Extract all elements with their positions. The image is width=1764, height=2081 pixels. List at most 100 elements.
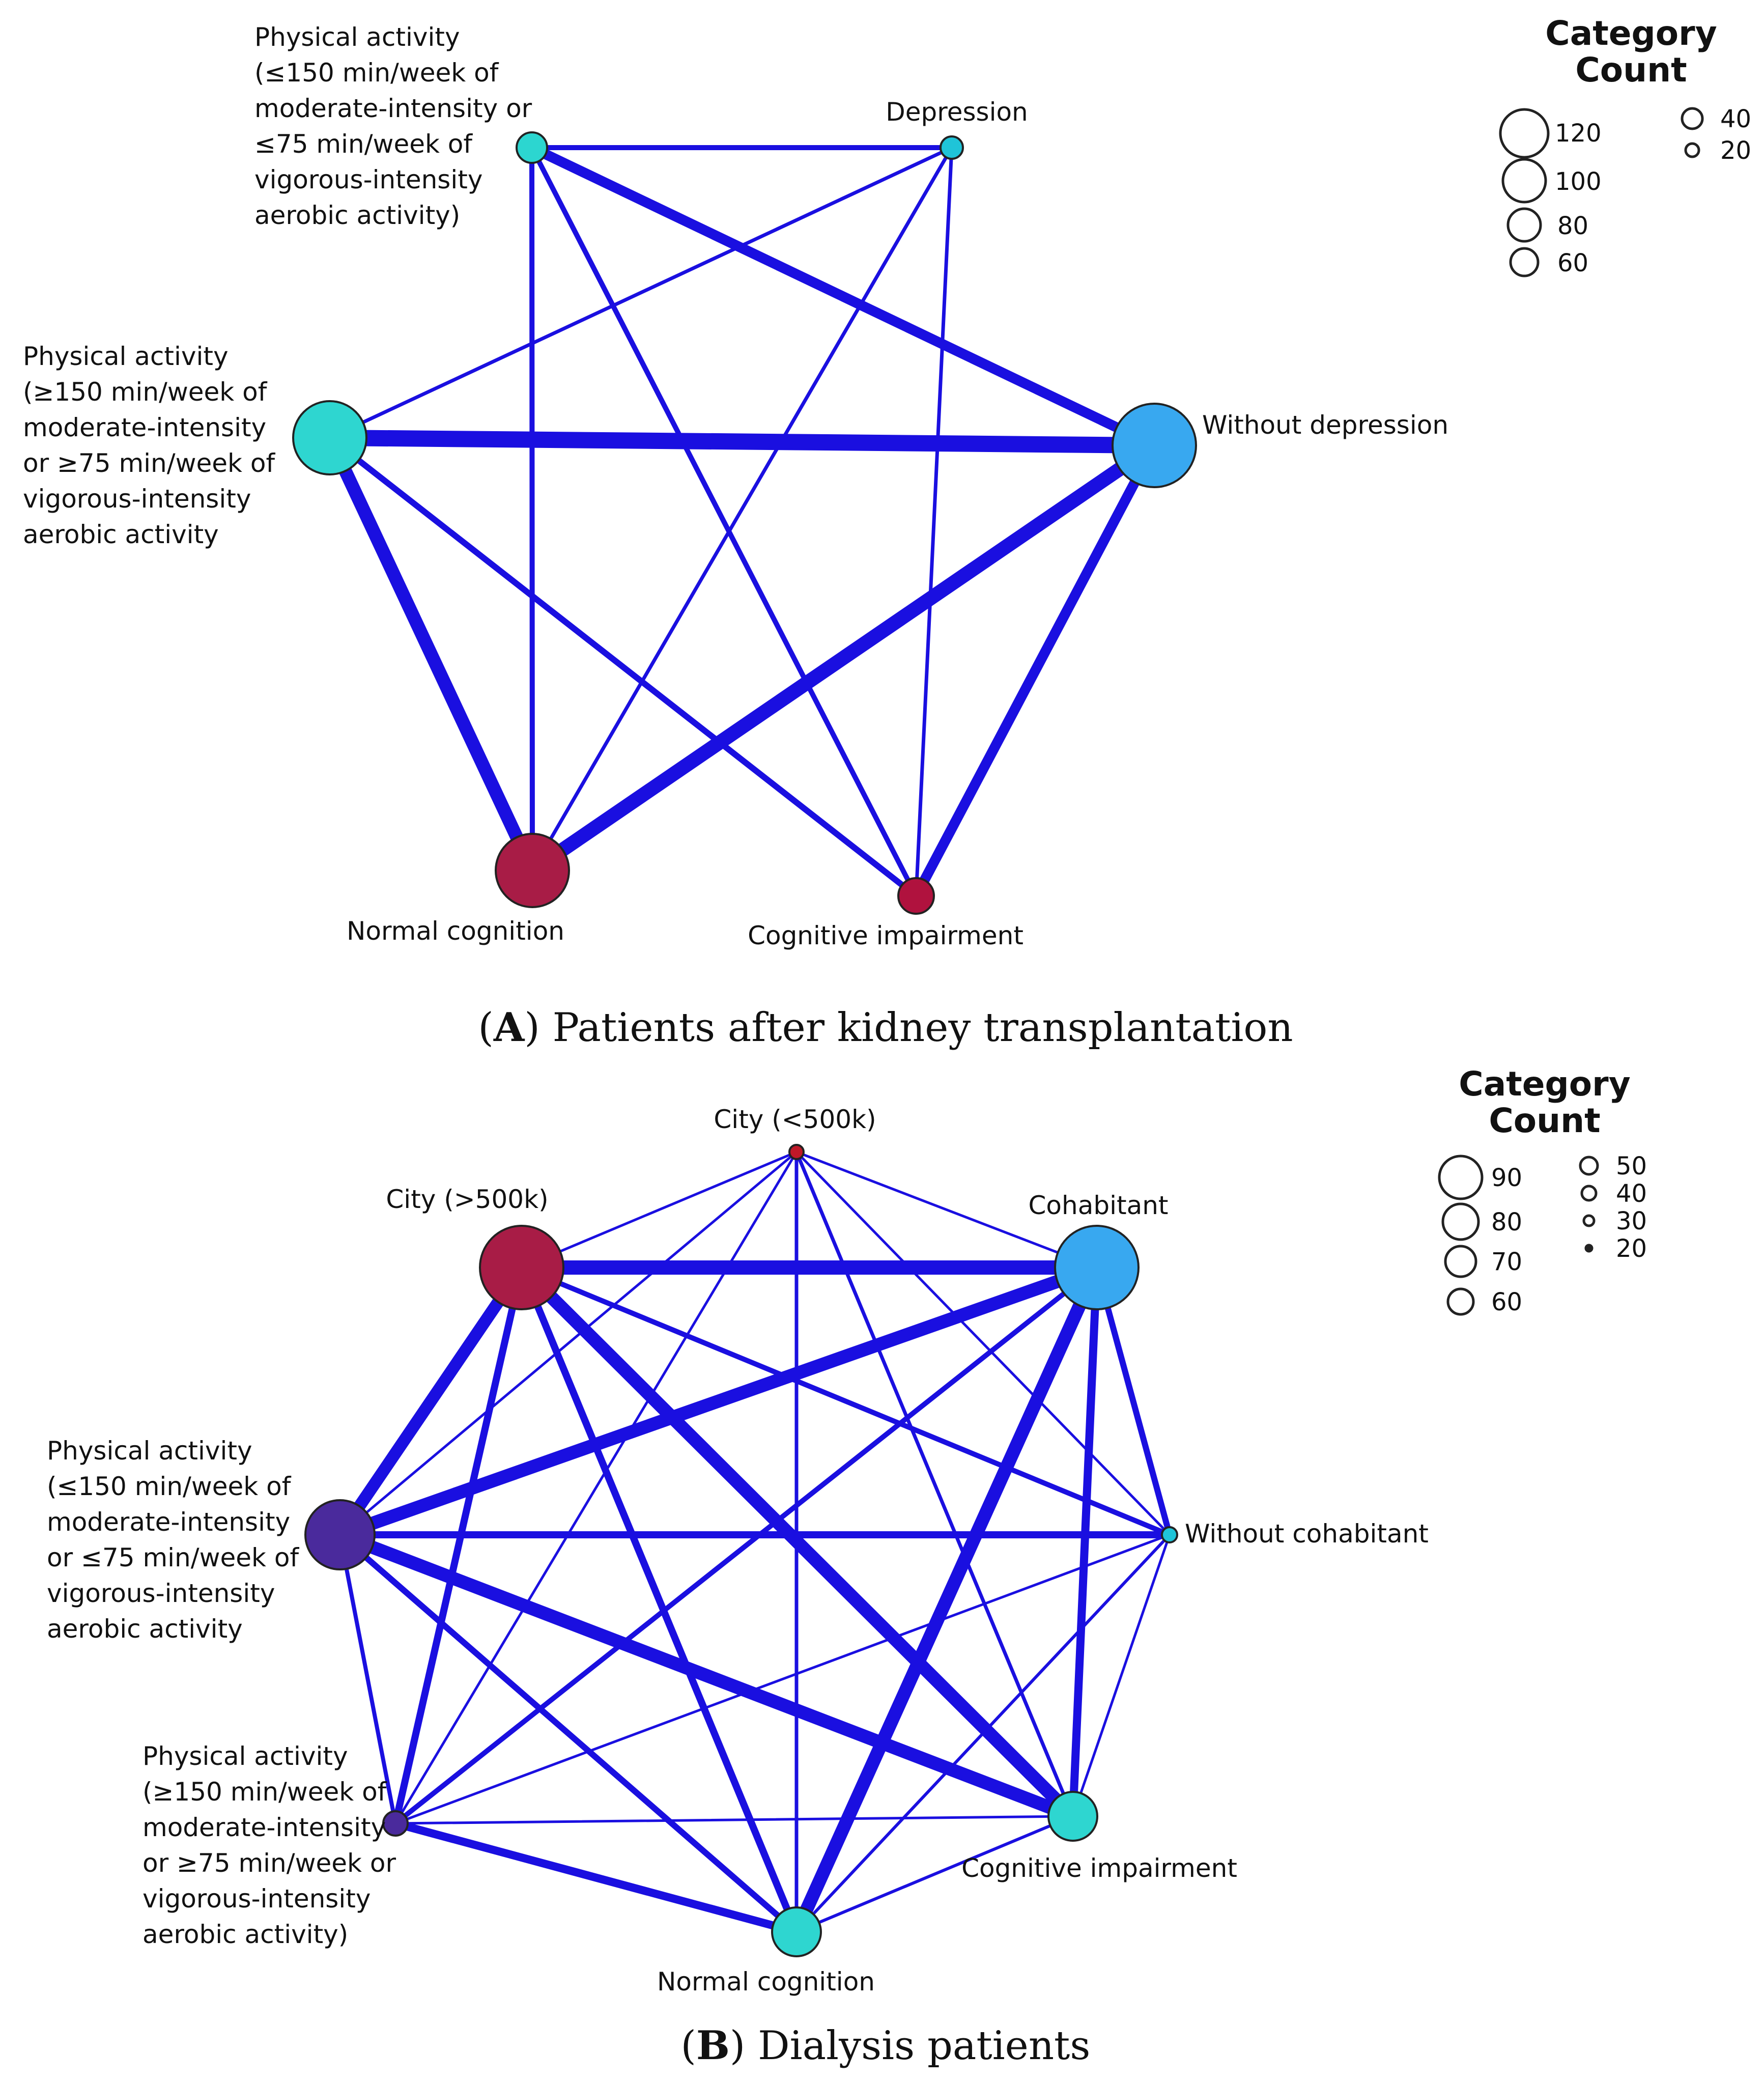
node-label-city_small: City (<500k): [714, 1105, 876, 1134]
edge-depression-cognitive_impairment: [914, 146, 954, 898]
node-label-line: or ≥75 min/week of: [23, 448, 275, 478]
node-label-depression: Depression: [886, 97, 1028, 127]
edge-pa_high-normal_cognition: [391, 1819, 801, 1936]
edge-pa_high-cognitive_impairment: [394, 1815, 1074, 1825]
legend-title: Category: [1545, 14, 1717, 53]
node-cohabitant: [1054, 1225, 1140, 1310]
legend-value: 60: [1557, 249, 1588, 277]
node-label-pa_low: Physical activity (≤150 min/week of modera…: [47, 1436, 299, 1644]
legend-circle: [1441, 1202, 1480, 1241]
legend-value: 120: [1555, 119, 1602, 148]
legend-value: 70: [1491, 1248, 1522, 1276]
legend-value: 30: [1616, 1207, 1647, 1235]
legend-circle: [1681, 107, 1704, 130]
node-pa_high: [382, 1810, 409, 1837]
node-label-line: moderate-intensity: [47, 1507, 290, 1537]
caption-open-paren: (: [681, 2023, 696, 2069]
node-label-line: moderate-intensity: [23, 413, 266, 442]
node-normal_cognition: [495, 833, 570, 908]
node-label-line: Physical activity: [23, 342, 229, 371]
legend-circle: [1582, 1214, 1596, 1227]
edge-depression-pa_high: [328, 146, 954, 440]
edge-pa_high-without_depression: [322, 430, 1162, 454]
panel-a: Physical activity (≤150 min/week of modera…: [23, 14, 1751, 1051]
caption-open-paren: (: [478, 1005, 493, 1051]
caption-text: ) Dialysis patients: [730, 2023, 1091, 2069]
edge-city_big-normal_cognition: [518, 1264, 800, 1935]
node-label-line: vigorous-intensity: [23, 484, 251, 514]
edge-pa_low-pa_high: [338, 1533, 397, 1825]
edge-cohabitant-cognitive_impairment: [1069, 1263, 1101, 1820]
node-label-cohabitant: Cohabitant: [1029, 1191, 1169, 1220]
node-label-line: Physical activity: [143, 1741, 348, 1771]
node-label-line: or ≤75 min/week of: [47, 1543, 299, 1572]
node-pa_low: [516, 131, 548, 164]
legend-circle: [1580, 1185, 1598, 1202]
edge-city_big-pa_low: [334, 1261, 528, 1541]
legend-value: 80: [1491, 1208, 1522, 1236]
node-label-normal_cognition: Normal cognition: [347, 916, 564, 946]
edge-pa_low-without_depression: [527, 143, 1159, 451]
edge-city_small-without_cohabitant: [795, 1150, 1171, 1536]
node-label-line: Cognitive impairment: [961, 1853, 1237, 1883]
legend-value: 40: [1616, 1179, 1647, 1208]
node-label-line: Cognitive impairment: [748, 921, 1023, 950]
node-label-line: Normal cognition: [347, 916, 564, 946]
legend-title: Count: [1489, 1101, 1600, 1140]
node-label-without_cohabitant: Without cohabitant: [1185, 1519, 1429, 1549]
edge-pa_high-cognitive_impairment: [327, 435, 919, 899]
legend-value: 20: [1720, 136, 1751, 165]
node-label-line: (≤150 min/week of: [47, 1472, 292, 1501]
panel-caption: (B) Dialysis patients: [681, 2022, 1091, 2069]
edge-city_small-pa_low: [338, 1150, 798, 1536]
node-label-line: (≥150 min/week of: [143, 1777, 387, 1807]
edge-without_depression-cognitive_impairment: [911, 440, 1159, 901]
edge-city_big-cognitive_impairment: [515, 1261, 1079, 1823]
legend-circle: [1501, 158, 1547, 204]
node-label-line: (≤150 min/week of: [254, 58, 499, 88]
edge-city_big-without_cohabitant: [519, 1265, 1172, 1537]
node-pa_low: [304, 1499, 376, 1570]
edge-pa_low-cognitive_impairment: [529, 145, 919, 898]
node-label-line: or ≥75 min/week or: [143, 1848, 396, 1878]
node-label-line: Physical activity: [254, 22, 460, 52]
node-label-line: moderate-intensity or: [254, 94, 532, 123]
legend-circle: [1506, 207, 1542, 243]
node-label-line: aerobic activity): [143, 1920, 348, 1949]
node-city_small: [788, 1144, 805, 1160]
node-label-city_big: City (>500k): [386, 1185, 548, 1214]
legend-value: 20: [1616, 1234, 1647, 1263]
legend-value: 50: [1616, 1152, 1647, 1180]
edge-without_cohabitant-cognitive_impairment: [1071, 1533, 1171, 1818]
node-label-line: (≥150 min/week of: [23, 377, 268, 407]
node-label-line: Depression: [886, 97, 1028, 127]
node-label-pa_low: Physical activity (≤150 min/week of modera…: [254, 22, 532, 230]
edge-city_small-cognitive_impairment: [794, 1150, 1075, 1818]
node-label-line: ≤75 min/week of: [254, 129, 473, 159]
node-city_big: [479, 1225, 564, 1310]
node-label-line: vigorous-intensity: [254, 165, 482, 194]
legend-circle: [1584, 1244, 1594, 1253]
caption-letter: A: [493, 1004, 525, 1051]
node-label-line: Without depression: [1202, 410, 1448, 440]
caption-letter: B: [696, 2022, 730, 2069]
node-label-line: City (<500k): [714, 1105, 876, 1134]
edges: [333, 1150, 1173, 1938]
node-label-line: Cohabitant: [1029, 1191, 1169, 1220]
node-normal_cognition: [771, 1906, 822, 1957]
edge-pa_low-normal_cognition: [337, 1532, 800, 1935]
legend-value: 80: [1557, 212, 1588, 240]
legend-circle: [1444, 1245, 1477, 1278]
node-pa_high: [292, 400, 367, 475]
node-label-line: Physical activity: [47, 1436, 252, 1466]
node-cognitive_impairment: [897, 877, 935, 915]
edge-city_small-cohabitant: [795, 1150, 1098, 1269]
node-depression: [940, 135, 964, 160]
node-label-line: vigorous-intensity: [143, 1884, 371, 1914]
legend-circle: [1509, 247, 1540, 277]
legend-value: 40: [1720, 105, 1751, 133]
